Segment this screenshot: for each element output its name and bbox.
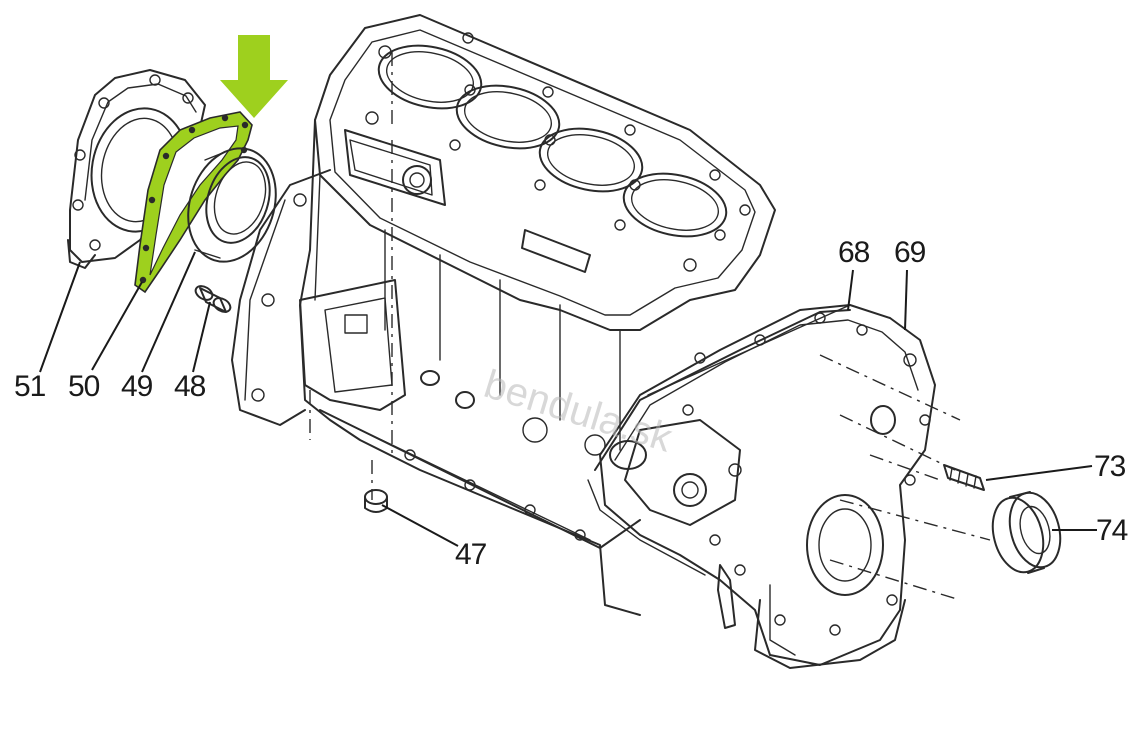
dowel-pin [194, 285, 232, 313]
part-label-74: 74 [1096, 514, 1128, 547]
front-seal [991, 491, 1062, 574]
part-label-48: 48 [174, 370, 206, 403]
part-label-73: 73 [1094, 450, 1126, 483]
part-label-47: 47 [455, 538, 487, 571]
part-label-68: 68 [838, 236, 870, 269]
timing-cover [587, 304, 991, 669]
engine-block [231, 14, 776, 616]
gasket-highlighted [134, 111, 253, 294]
part-label-50: 50 [68, 370, 100, 403]
part-label-49: 49 [121, 370, 153, 403]
leader-lines [39, 251, 1097, 547]
highlight-arrow-icon [220, 35, 288, 118]
oil-seal-ring [187, 147, 277, 263]
stud [943, 464, 985, 491]
part-label-51: 51 [14, 370, 46, 403]
core-plug [364, 489, 388, 513]
part-label-69: 69 [894, 236, 926, 269]
